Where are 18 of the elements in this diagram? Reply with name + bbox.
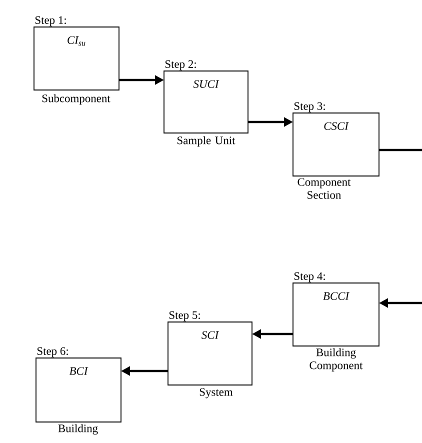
box-caption: Building Component <box>310 348 363 372</box>
box-caption: Component Section <box>298 178 351 199</box>
process-box: BCCI <box>292 282 380 346</box>
process-box: BCI <box>36 358 122 422</box>
box-caption: Building <box>58 424 98 435</box>
process-box: SCI <box>168 322 252 386</box>
process-box: SUCI <box>164 70 248 134</box>
step-label: Step 5: <box>169 311 200 322</box>
step-label: Step 3: <box>294 102 325 112</box>
step-label: Step 4: <box>294 272 325 282</box>
step-label: Step 2: <box>165 60 196 70</box>
process-box: CSCI <box>292 112 380 176</box>
step-label: Step 6: <box>37 347 68 358</box>
box-caption: Subcomponent <box>42 94 110 105</box>
process-box: CI$_{su}$ <box>34 26 120 90</box>
box-caption: System <box>200 388 233 398</box>
box-caption: Sample Unit <box>178 136 236 147</box>
step-label: Step 1: <box>35 16 66 26</box>
